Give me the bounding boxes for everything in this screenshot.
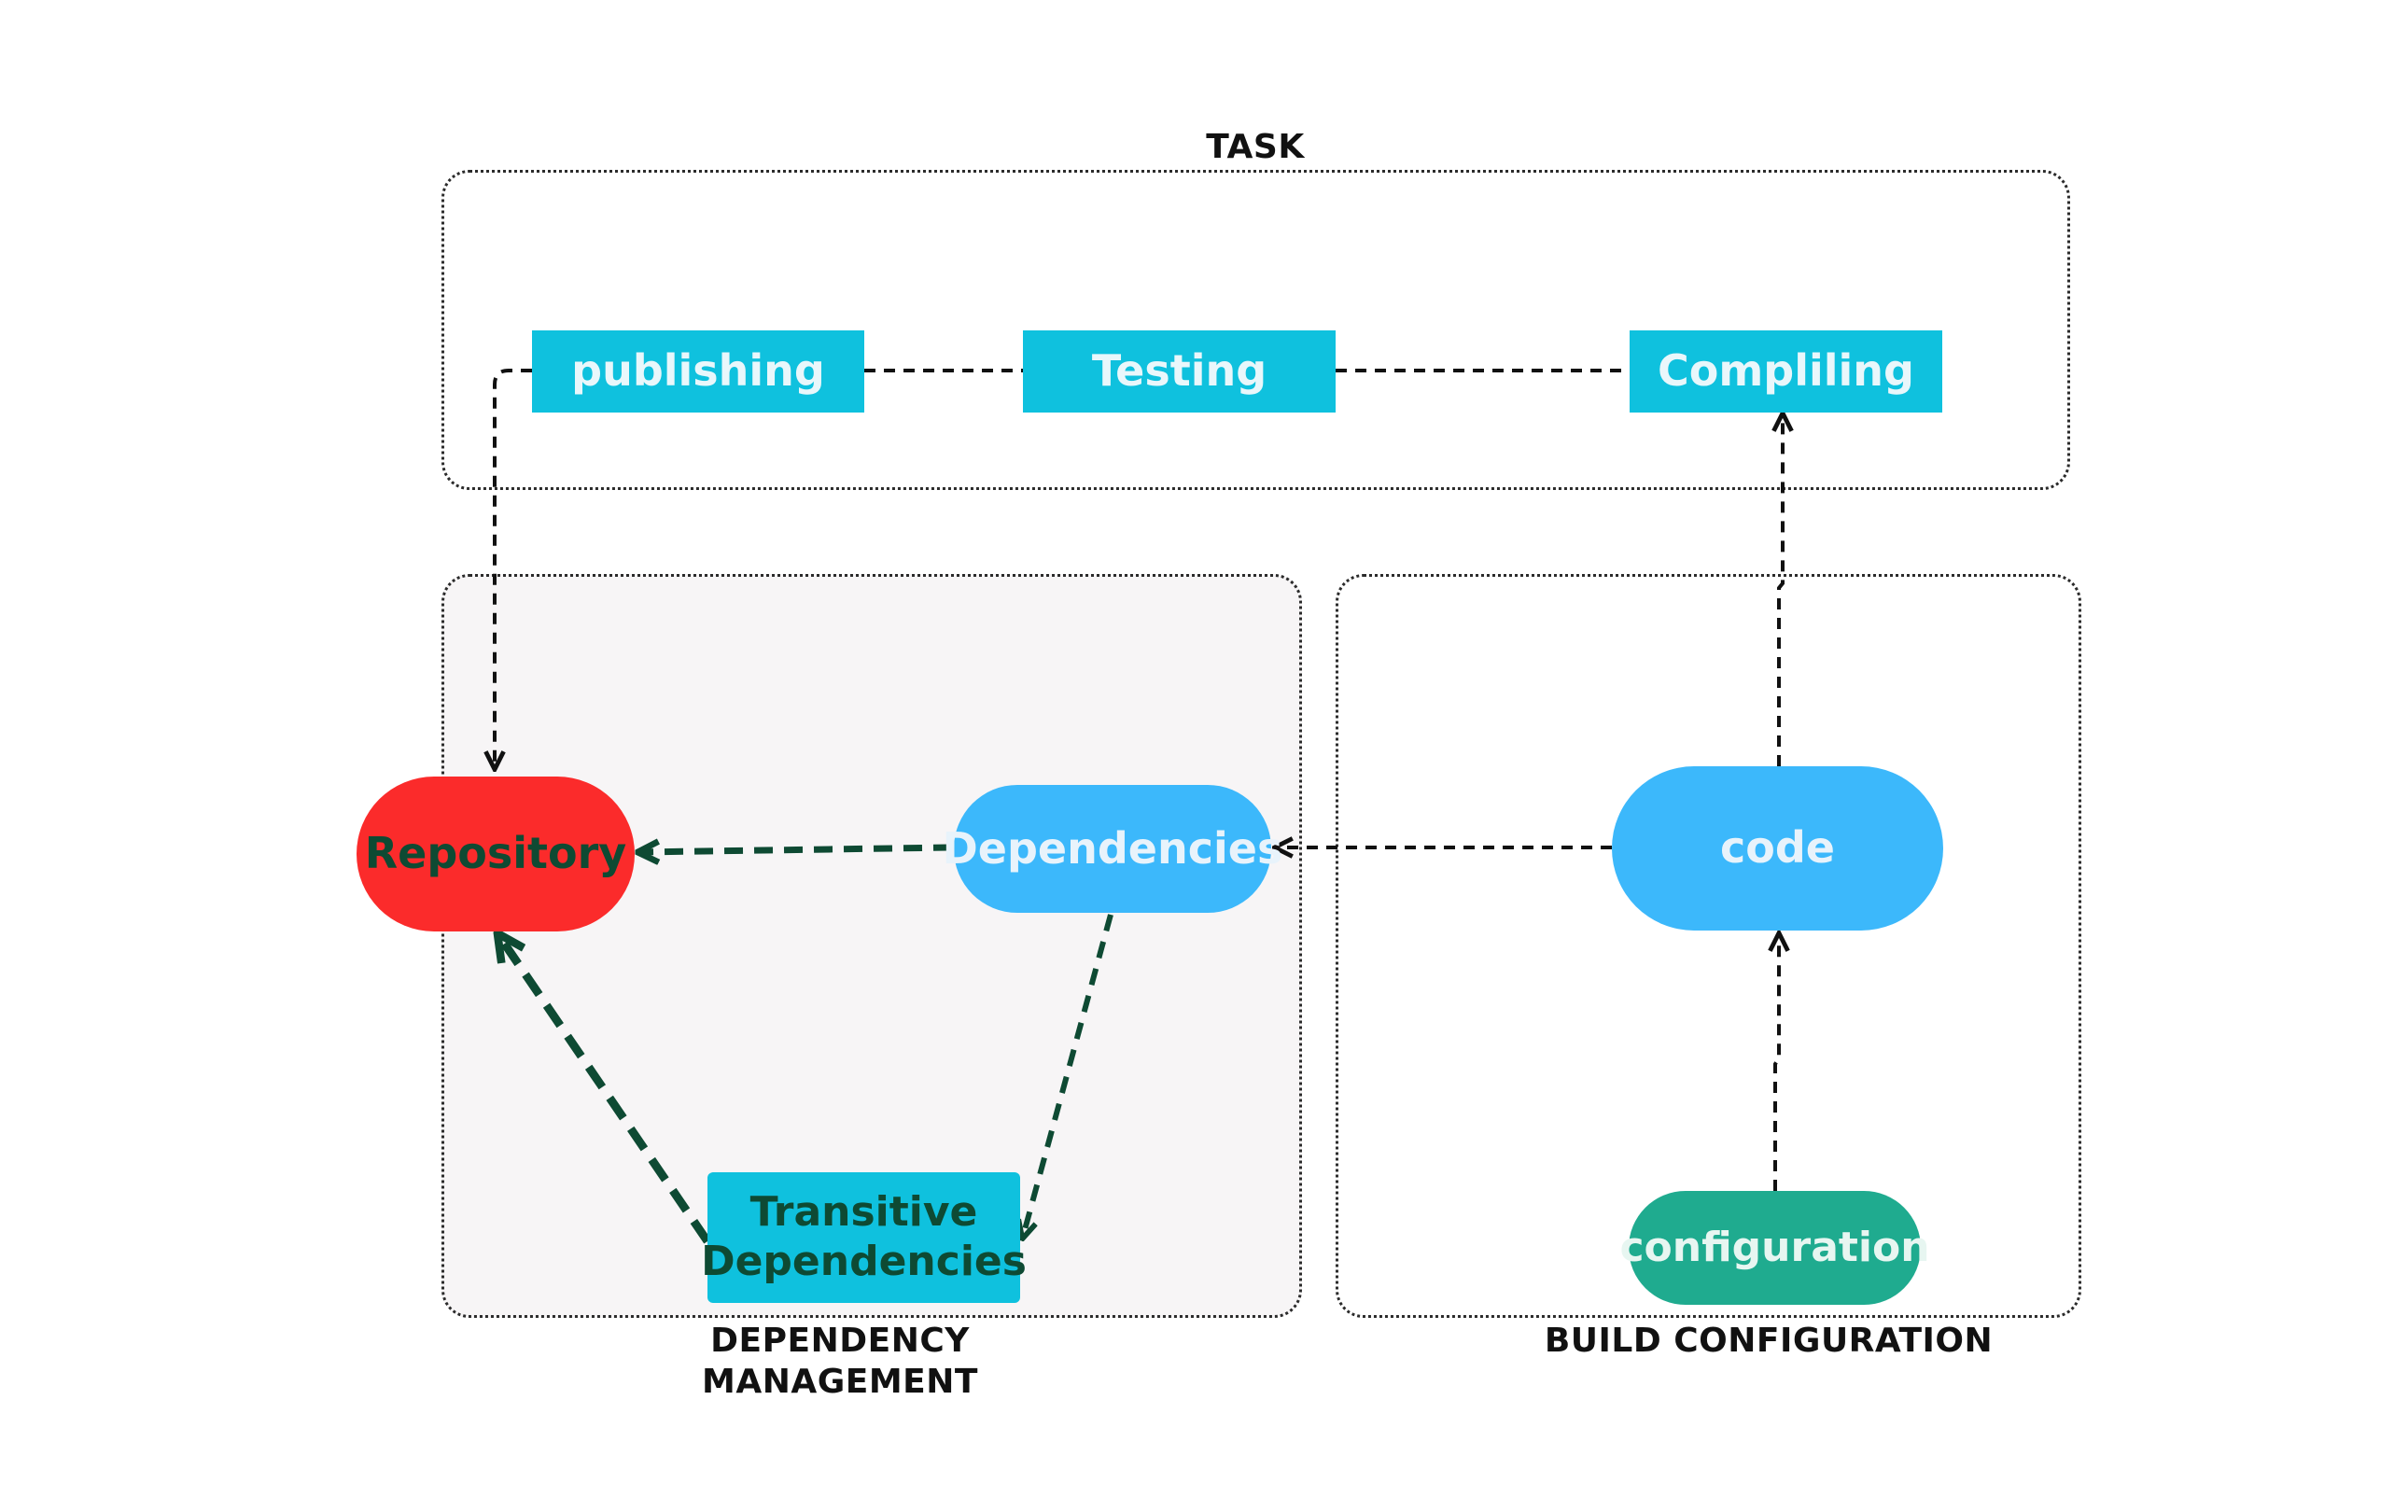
edge-dependencies-transitive	[1023, 914, 1113, 1237]
edge-configuration-code	[1775, 935, 1779, 1191]
edge-code-compiling	[1779, 415, 1783, 766]
build-configuration-group	[1336, 574, 2081, 1318]
dependencies-node: Dependencies	[943, 785, 1282, 913]
code-node: code	[1612, 766, 1943, 931]
task-group	[441, 170, 2070, 490]
task-group-label: TASK	[1206, 128, 1305, 166]
dependency-management-group-label: DEPENDENCY MANAGEMENT	[653, 1321, 1027, 1403]
configuration-node: configuration	[1619, 1191, 1930, 1305]
edge-dependencies-repository	[640, 847, 953, 852]
publishing-node: publishing	[532, 330, 864, 413]
repository-node: Repository	[357, 777, 635, 931]
transitive-dependencies-node: Transitive Dependencies	[701, 1172, 1027, 1303]
dependency-management-label-line-2: MANAGEMENT	[702, 1363, 978, 1401]
build-configuration-group-label: BUILD CONFIGURATION	[1544, 1322, 1994, 1360]
transitive-label-line-1: Transitive	[749, 1188, 978, 1237]
transitive-label-line-2: Dependencies	[701, 1238, 1027, 1285]
dependency-management-label-line-1: DEPENDENCY	[710, 1322, 970, 1360]
edge-transitive-repository	[499, 936, 711, 1244]
testing-node: Testing	[1023, 330, 1336, 413]
edge-publishing-repository	[495, 369, 532, 767]
compiling-node: Compliling	[1630, 330, 1942, 413]
